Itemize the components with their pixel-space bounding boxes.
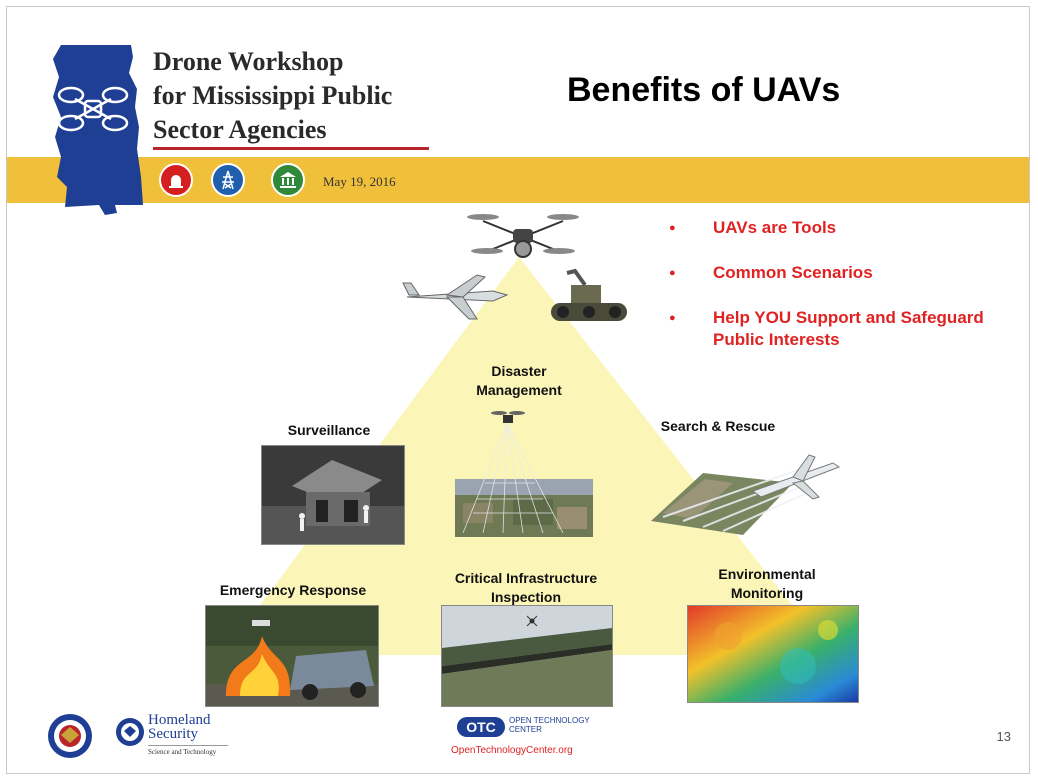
siren-icon — [159, 163, 193, 197]
workshop-title-line1: Drone Workshop — [153, 47, 344, 76]
search-rescue-label: Search & Rescue — [660, 418, 776, 434]
fixed-wing-uav-image — [402, 274, 509, 320]
search-rescue-image — [651, 454, 841, 535]
emergency-response-label: Emergency Response — [219, 582, 367, 598]
surveillance-image — [261, 445, 405, 545]
workshop-date: May 19, 2016 — [323, 174, 396, 189]
bullet-item: UAVs are Tools — [669, 217, 999, 239]
quadcopter-image — [467, 214, 579, 258]
dhs-subtitle: Science and Technology — [148, 748, 217, 756]
ground-robot-image — [551, 268, 627, 321]
critical-infrastructure-label: Critical Infrastructure Inspection — [454, 570, 598, 605]
dhs-divider — [148, 745, 228, 746]
surveillance-label: Surveillance — [287, 422, 371, 438]
environmental-monitoring-image — [687, 605, 859, 703]
environmental-monitoring-label: Environmental Monitoring — [718, 566, 816, 601]
title-underline — [153, 147, 429, 150]
bullet-item: Common Scenarios — [669, 262, 999, 284]
otc-name-line2: CENTER — [509, 725, 542, 734]
otc-name-line1: OPEN TECHNOLOGY — [509, 716, 590, 725]
bullet-list: UAVs are Tools Common Scenarios Help YOU… — [669, 217, 999, 374]
otc-url-link[interactable]: OpenTechnologyCenter.org — [451, 745, 573, 756]
courthouse-icon — [271, 163, 305, 197]
slide-title: Benefits of UAVs — [567, 71, 841, 109]
dhs-name-line2: Security — [148, 726, 198, 742]
emergency-response-image — [205, 605, 379, 707]
workshop-title-line3: Sector Agencies — [153, 115, 327, 144]
dhs-seal-icon — [48, 714, 92, 758]
critical-infrastructure-image — [441, 605, 613, 707]
mississippi-state-logo — [53, 45, 143, 215]
otc-name: OPEN TECHNOLOGY CENTER — [509, 716, 590, 734]
bullet-item: Help YOU Support and Safeguard Public In… — [669, 307, 999, 351]
otc-logo: OTC — [457, 717, 505, 737]
disaster-management-label: Disaster Management — [476, 363, 562, 398]
slide: Drone Workshop for Mississippi Public Se… — [6, 6, 1030, 774]
workshop-title-line2: for Mississippi Public — [153, 81, 393, 110]
disaster-management-image — [455, 411, 593, 537]
homeland-security-seal-icon — [116, 718, 144, 746]
dhs-name-line1: Homeland — [148, 712, 211, 728]
dhs-name: Homeland Security — [148, 712, 211, 742]
pyramid-background — [223, 257, 831, 655]
power-tower-icon — [211, 163, 245, 197]
page-number: 13 — [996, 729, 1011, 744]
workshop-title: Drone Workshop for Mississippi Public Se… — [153, 45, 443, 147]
